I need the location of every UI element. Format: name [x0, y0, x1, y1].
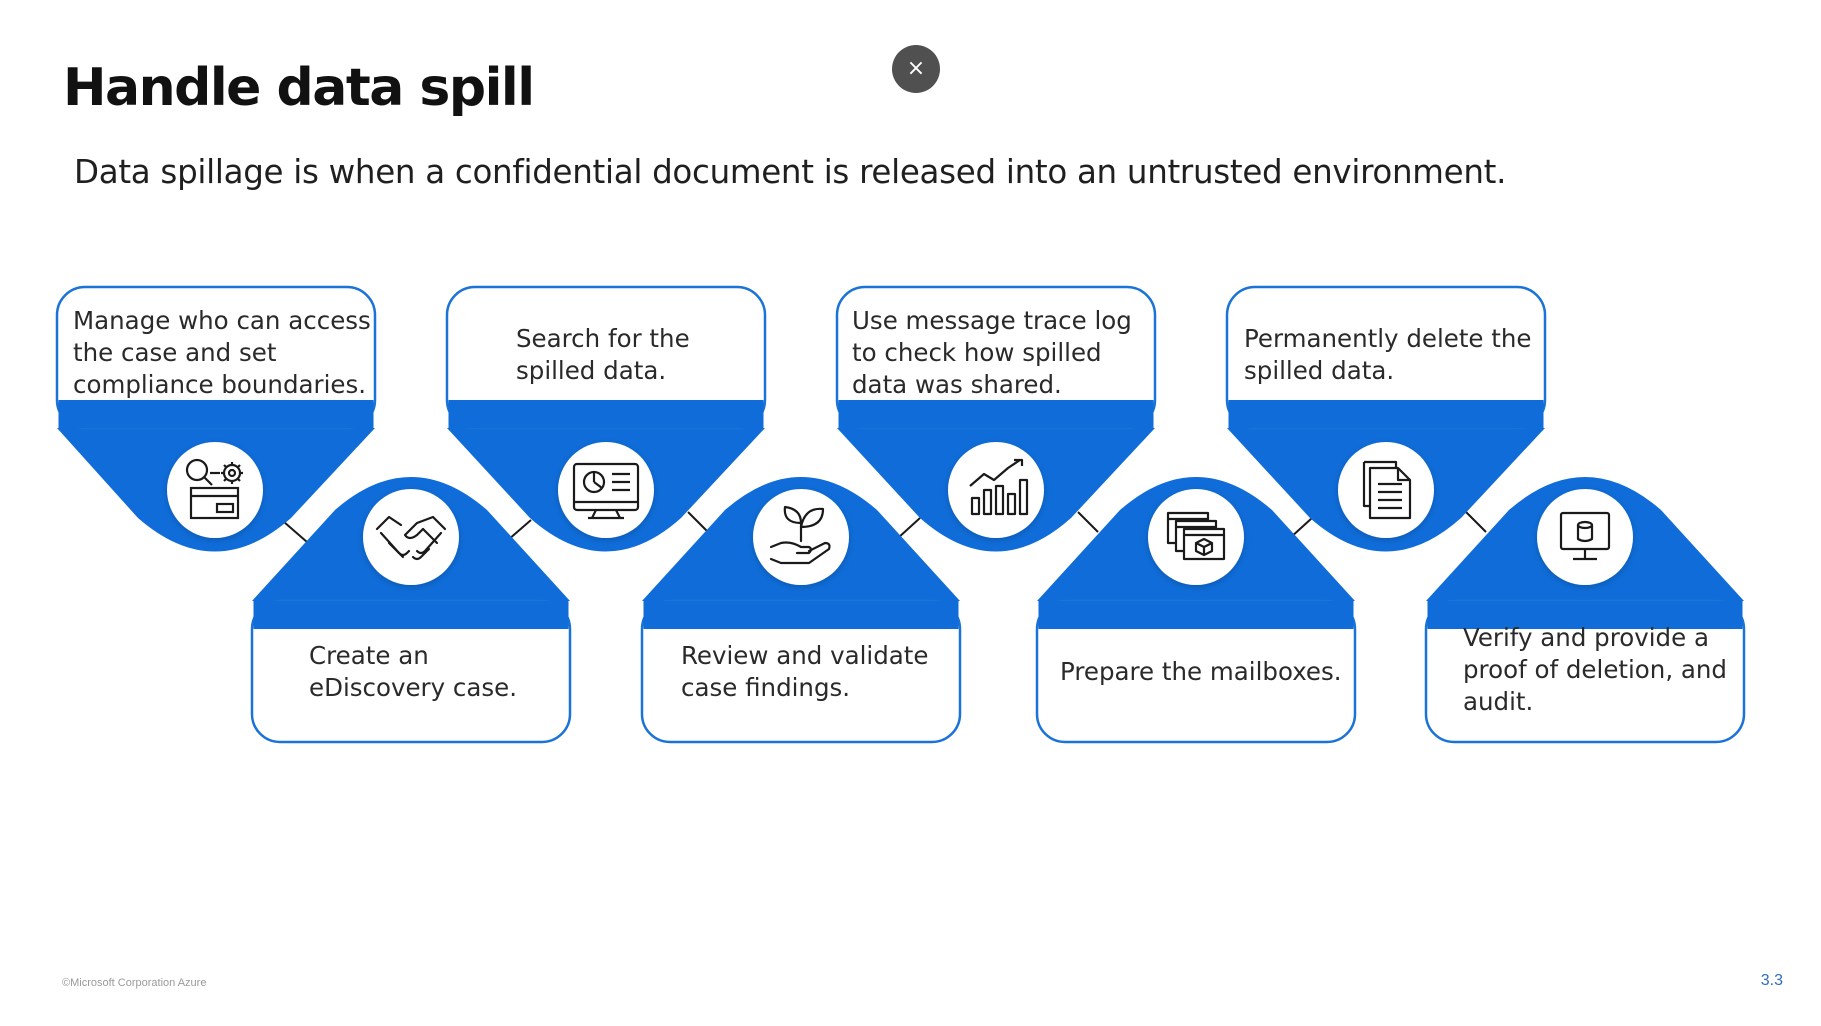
- page-number: 3.3: [1760, 972, 1783, 989]
- step-6-text: Prepare the mailboxes.: [1060, 622, 1350, 722]
- step-7-label: Permanently delete the spilled data.: [1244, 324, 1532, 385]
- step-5-text: Use message trace log to check how spill…: [852, 293, 1142, 413]
- step-8-icon-circle: [1537, 489, 1633, 585]
- step-4-label: Review and validate case findings.: [681, 641, 929, 702]
- step-7-text: Permanently delete the spilled data.: [1244, 300, 1534, 410]
- step-1: [55, 285, 377, 552]
- document-icon: [1362, 460, 1412, 520]
- step-2-text: Create an eDiscovery case.: [309, 622, 549, 722]
- close-button[interactable]: ×: [892, 45, 940, 93]
- hand-plant-icon: [769, 505, 831, 565]
- chart-trend-icon: [969, 458, 1029, 516]
- connector-3-4: [687, 511, 709, 533]
- step-3: [445, 285, 767, 552]
- step-3-label: Search for the spilled data.: [516, 324, 690, 385]
- step-1-text: Manage who can access the case and set c…: [73, 293, 373, 413]
- connector-1-2: [283, 521, 308, 543]
- search-settings-icon: [185, 458, 243, 520]
- connector-5-6: [1077, 511, 1099, 533]
- step-8-label: Verify and provide a proof of deletion, …: [1463, 623, 1727, 716]
- step-2: [250, 477, 572, 744]
- step-5: [835, 285, 1157, 552]
- monitor-database-icon: [1559, 511, 1611, 561]
- step-3-icon-circle: [558, 442, 654, 538]
- connector-4-5: [897, 517, 921, 539]
- page-title: Handle data spill: [63, 58, 535, 118]
- copyright-footer: ©Microsoft Corporation Azure: [62, 977, 207, 989]
- connectors: [283, 511, 1487, 543]
- connector-2-3: [507, 519, 532, 541]
- step-4: [640, 477, 962, 744]
- step-1-icon-circle: [167, 442, 263, 538]
- step-6-label: Prepare the mailboxes.: [1060, 657, 1342, 686]
- step-6: [1035, 477, 1357, 744]
- step-2-label: Create an eDiscovery case.: [309, 641, 518, 702]
- page-subtitle: Data spillage is when a confidential doc…: [74, 153, 1507, 191]
- step-8-text: Verify and provide a proof of deletion, …: [1463, 610, 1733, 730]
- monitor-dashboard-icon: [572, 462, 640, 520]
- step-7: [1225, 285, 1547, 552]
- step-5-label: Use message trace log to check how spill…: [852, 306, 1132, 399]
- step-1-label: Manage who can access the case and set c…: [73, 306, 371, 399]
- step-8: [1424, 477, 1746, 744]
- step-4-text: Review and validate case findings.: [681, 622, 941, 722]
- connector-7-8: [1465, 511, 1487, 533]
- stacked-windows-icon: [1166, 511, 1226, 561]
- step-7-icon-circle: [1338, 442, 1434, 538]
- handshake-icon: [375, 515, 447, 561]
- step-3-text: Search for the spilled data.: [516, 300, 736, 410]
